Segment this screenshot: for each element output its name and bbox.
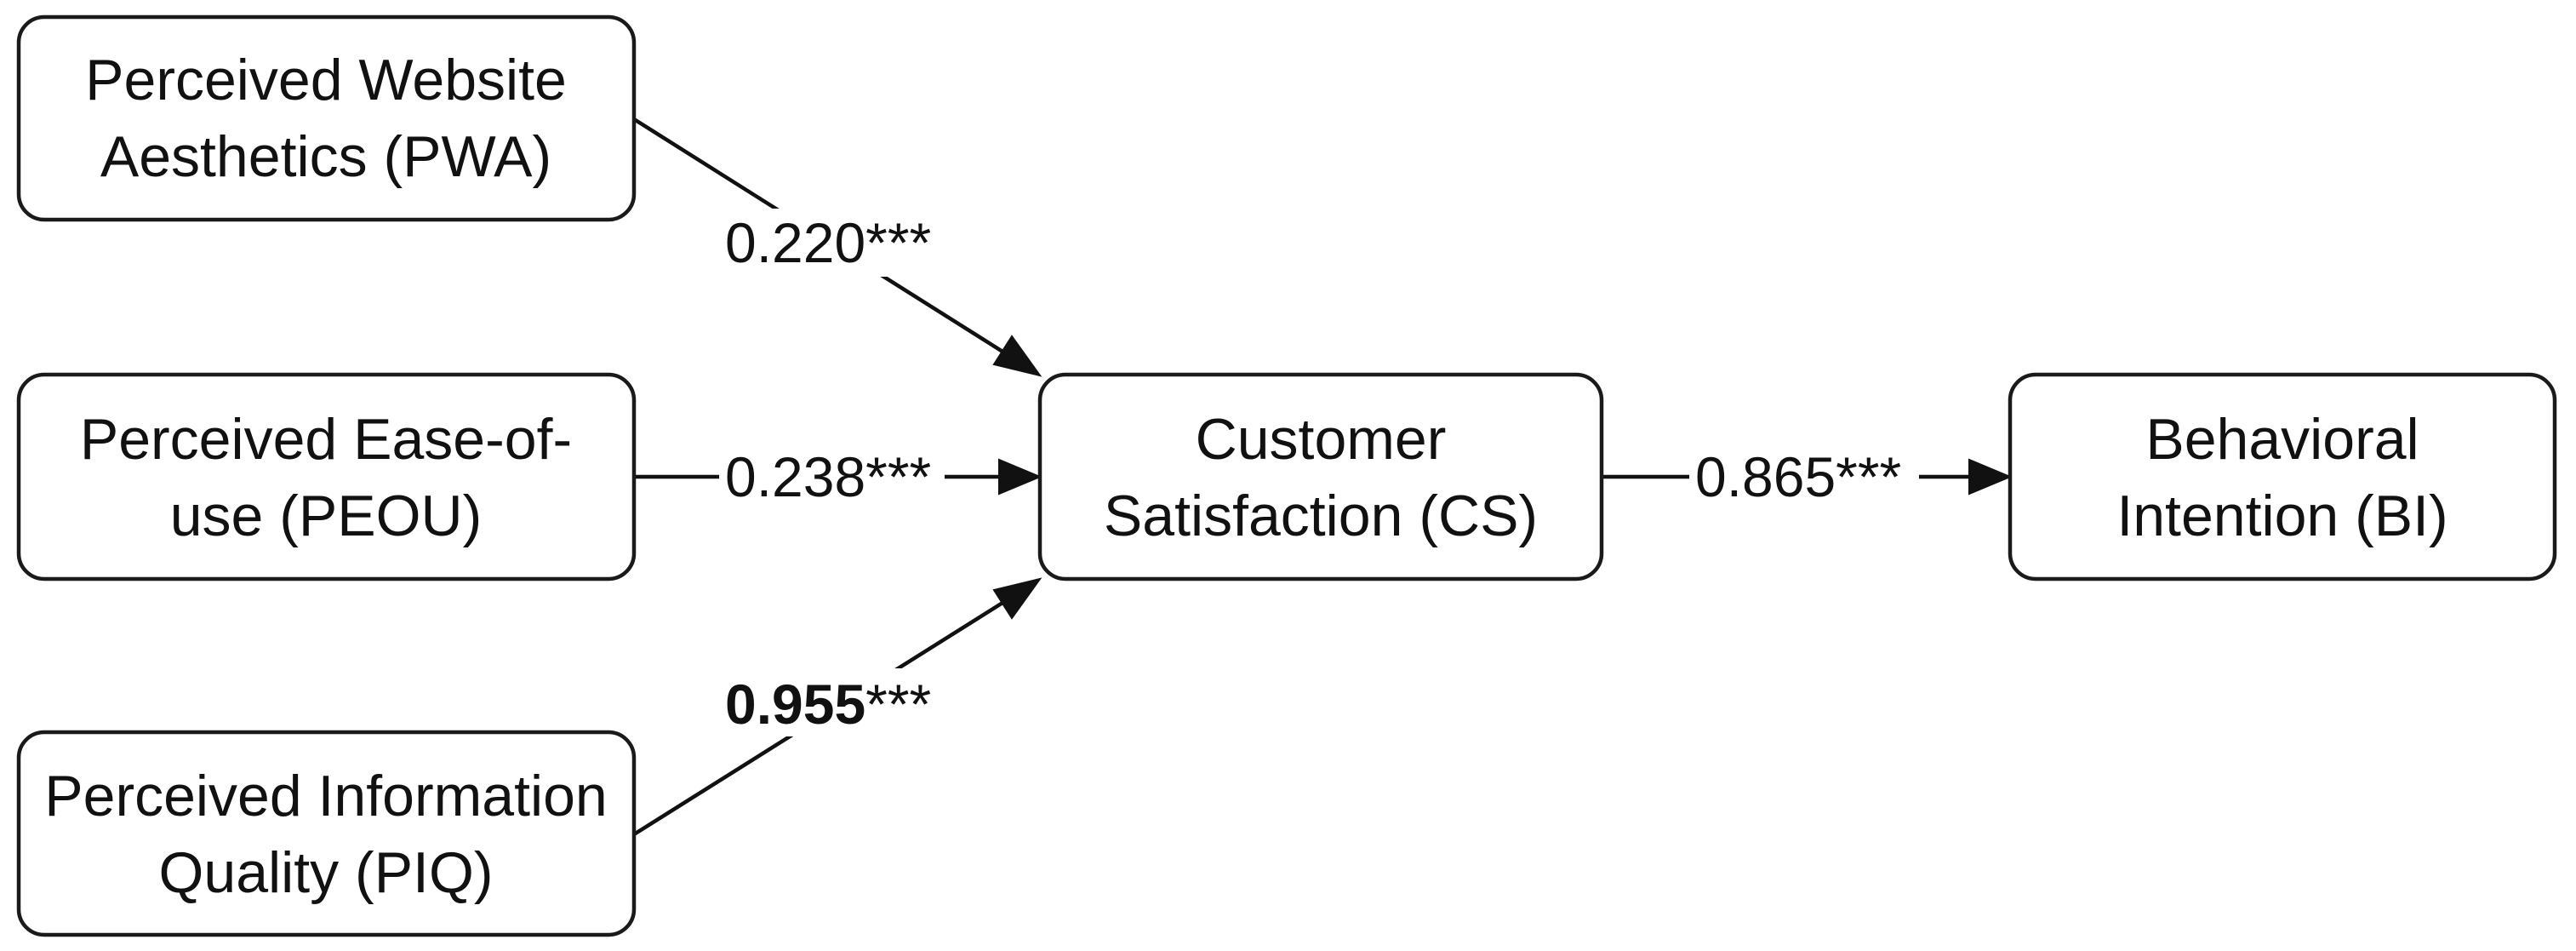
edge-label-cs-bi-text: 0.865*** (1695, 445, 1901, 508)
node-peou: Perceived Ease-of- use (PEOU) (16, 372, 637, 581)
node-peou-line1: Perceived Ease-of- (80, 407, 572, 472)
sig-peou-cs: *** (865, 445, 931, 508)
coef-peou-cs: 0.238 (725, 445, 865, 508)
sig-piq-cs: *** (865, 673, 931, 736)
coef-piq-cs: 0.955 (725, 673, 865, 736)
node-bi-line2: Intention (BI) (2116, 484, 2447, 548)
node-pwa-box (16, 14, 637, 222)
edge-label-peou-cs: 0.238*** (719, 443, 945, 511)
node-pwa-line2: Aesthetics (PWA) (100, 124, 551, 189)
edge-label-piq-cs-text: 0.955*** (725, 673, 931, 736)
sig-cs-bi: *** (1836, 445, 1901, 508)
node-cs-line2: Satisfaction (CS) (1104, 484, 1538, 548)
node-piq: Perceived Information Quality (PIQ) (16, 730, 637, 937)
node-pwa: Perceived Website Aesthetics (PWA) (16, 14, 637, 222)
node-peou-line2: use (PEOU) (170, 484, 483, 548)
arrowhead-peou-cs (998, 458, 1042, 496)
edge-label-piq-cs: 0.955*** (719, 668, 945, 736)
node-piq-box (16, 730, 637, 937)
node-cs-box (1037, 372, 1604, 581)
node-piq-line2: Quality (PIQ) (159, 840, 494, 905)
arrowhead-pwa-cs (992, 335, 1042, 377)
node-cs: Customer Satisfaction (CS) (1037, 372, 1604, 581)
arrowhead-cs-bi (1968, 458, 2013, 496)
node-bi-line1: Behavioral (2145, 407, 2419, 472)
coef-pwa-cs: 0.220 (725, 211, 865, 274)
edge-label-pwa-cs: 0.220*** (719, 209, 945, 277)
node-bi-box (2008, 372, 2557, 581)
node-pwa-line1: Perceived Website (85, 48, 567, 112)
edge-label-cs-bi: 0.865*** (1689, 443, 1919, 511)
node-cs-line1: Customer (1196, 407, 1447, 472)
node-peou-box (16, 372, 637, 581)
arrowhead-piq-cs (992, 577, 1042, 620)
node-bi: Behavioral Intention (BI) (2008, 372, 2557, 581)
coef-cs-bi: 0.865 (1695, 445, 1836, 508)
sig-pwa-cs: *** (865, 211, 931, 274)
edge-label-peou-cs-text: 0.238*** (725, 445, 931, 508)
edge-label-pwa-cs-text: 0.220*** (725, 211, 931, 274)
node-piq-line1: Perceived Information (44, 764, 607, 828)
